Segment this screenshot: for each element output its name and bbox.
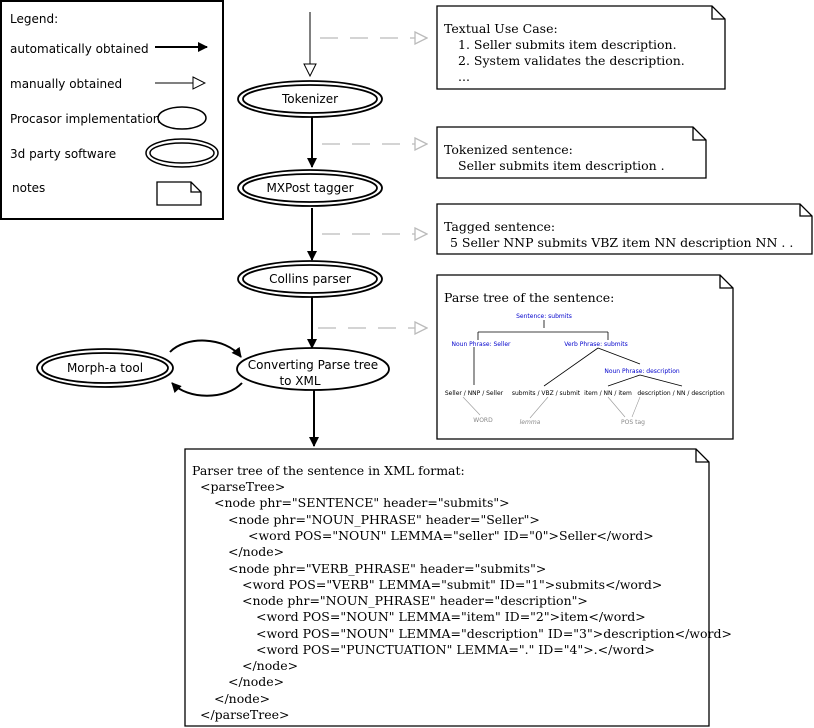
xml-line: <parseTree>	[200, 479, 285, 494]
tree-annotation-lemma: lemma	[520, 419, 541, 426]
xml-line: </node>	[228, 674, 284, 689]
legend-title: Legend:	[10, 12, 58, 26]
node-mxpost-tagger: MXPost tagger	[237, 169, 383, 207]
tree-annotation-pos: POS tag	[621, 419, 645, 426]
xml-line: <word POS="NOUN" LEMMA="item" ID="2">ite…	[256, 609, 646, 624]
tree-vp-label: Verb Phrase: submits	[564, 341, 628, 348]
node-morpha-label: Morph-a tool	[67, 361, 143, 375]
tree-leaf-item: item / NN / item	[584, 390, 632, 397]
note-use-case-line: ...	[458, 69, 470, 84]
note-parse-tree-title: Parse tree of the sentence:	[444, 290, 614, 305]
legend-label-procasor: Procasor implementation	[10, 112, 160, 126]
legend-box: Legend: automatically obtained manually …	[0, 0, 224, 220]
legend-label-automatic: automatically obtained	[10, 42, 149, 56]
xml-line: <node phr="SENTENCE" header="submits">	[214, 495, 510, 510]
xml-line: </node>	[242, 658, 298, 673]
node-collins-parser: Collins parser	[237, 260, 383, 298]
tree-annotation-word: WORD	[473, 417, 493, 424]
xml-line: <word POS="PUNCTUATION" LEMMA="." ID="4"…	[256, 642, 655, 657]
node-tokenizer: Tokenizer	[237, 80, 383, 118]
node-converter-label-line1: Converting Parse tree	[248, 358, 378, 372]
xml-line: <word POS="NOUN" LEMMA="seller" ID="0">S…	[248, 528, 654, 543]
xml-line: </node>	[228, 544, 284, 559]
node-collins-label: Collins parser	[269, 272, 351, 286]
legend-label-manual: manually obtained	[10, 77, 122, 91]
arrow-converter-to-morpha	[171, 382, 243, 397]
tree-np-desc-label: Noun Phrase: description	[604, 368, 680, 375]
xml-line: <node phr="NOUN_PHRASE" header="Seller">	[228, 512, 540, 527]
xml-line: </parseTree>	[200, 707, 290, 722]
legend-label-notes: notes	[12, 181, 45, 195]
note-xml-title: Parser tree of the sentence in XML forma…	[192, 463, 465, 478]
node-converter: Converting Parse tree to XML	[236, 347, 390, 391]
ellipse-icon	[157, 106, 207, 130]
note-xml: Parser tree of the sentence in XML forma…	[184, 448, 732, 727]
xml-line: <node phr="VERB_PHRASE" header="submits"…	[228, 561, 546, 576]
node-morpha-tool: Morph-a tool	[36, 348, 174, 388]
note-tagged-line: 5 Seller NNP submits VBZ item NN descrip…	[450, 235, 793, 250]
xml-line: <node phr="NOUN_PHRASE" header="descript…	[242, 593, 588, 608]
note-parse-tree: Parse tree of the sentence: Sentence: su…	[436, 274, 734, 440]
note-use-case: Textual Use Case: 1. Seller submits item…	[436, 5, 726, 90]
note-icon	[156, 181, 202, 206]
node-mxpost-label: MXPost tagger	[266, 181, 353, 195]
note-connectors	[318, 38, 427, 328]
xml-line: <word POS="VERB" LEMMA="submit" ID="1">s…	[242, 577, 662, 592]
note-tagged-title: Tagged sentence:	[444, 219, 555, 234]
xml-line: <word POS="NOUN" LEMMA="description" ID=…	[256, 626, 732, 641]
tree-leaf-description: description / NN / description	[637, 390, 725, 397]
node-converter-label-line2: to XML	[279, 374, 320, 388]
parse-tree-figure: Sentence: submits Noun Phrase: Seller Ve…	[445, 313, 725, 426]
arrow-morpha-to-converter	[169, 339, 242, 358]
tree-leaf-seller: Seller / NNP / Seller	[445, 390, 504, 397]
note-tokenized-title: Tokenized sentence:	[444, 142, 573, 157]
note-tagged: Tagged sentence: 5 Seller NNP submits VB…	[436, 203, 813, 255]
note-tokenized: Tokenized sentence: Seller submits item …	[436, 126, 707, 179]
node-tokenizer-label: Tokenizer	[281, 92, 338, 106]
note-tokenized-line: Seller submits item description .	[458, 158, 665, 173]
note-use-case-title: Textual Use Case:	[444, 21, 558, 36]
tree-np-seller-label: Noun Phrase: Seller	[452, 341, 512, 348]
note-use-case-line: 1. Seller submits item description.	[458, 37, 677, 52]
legend-label-third-party: 3d party software	[10, 147, 116, 161]
xml-line: </node>	[214, 691, 270, 706]
note-use-case-line: 2. System validates the description.	[458, 53, 685, 68]
tree-leaf-submits: submits / VBZ / submit	[512, 390, 581, 397]
tree-root-label: Sentence: submits	[516, 313, 572, 320]
double-ellipse-icon	[145, 138, 219, 168]
